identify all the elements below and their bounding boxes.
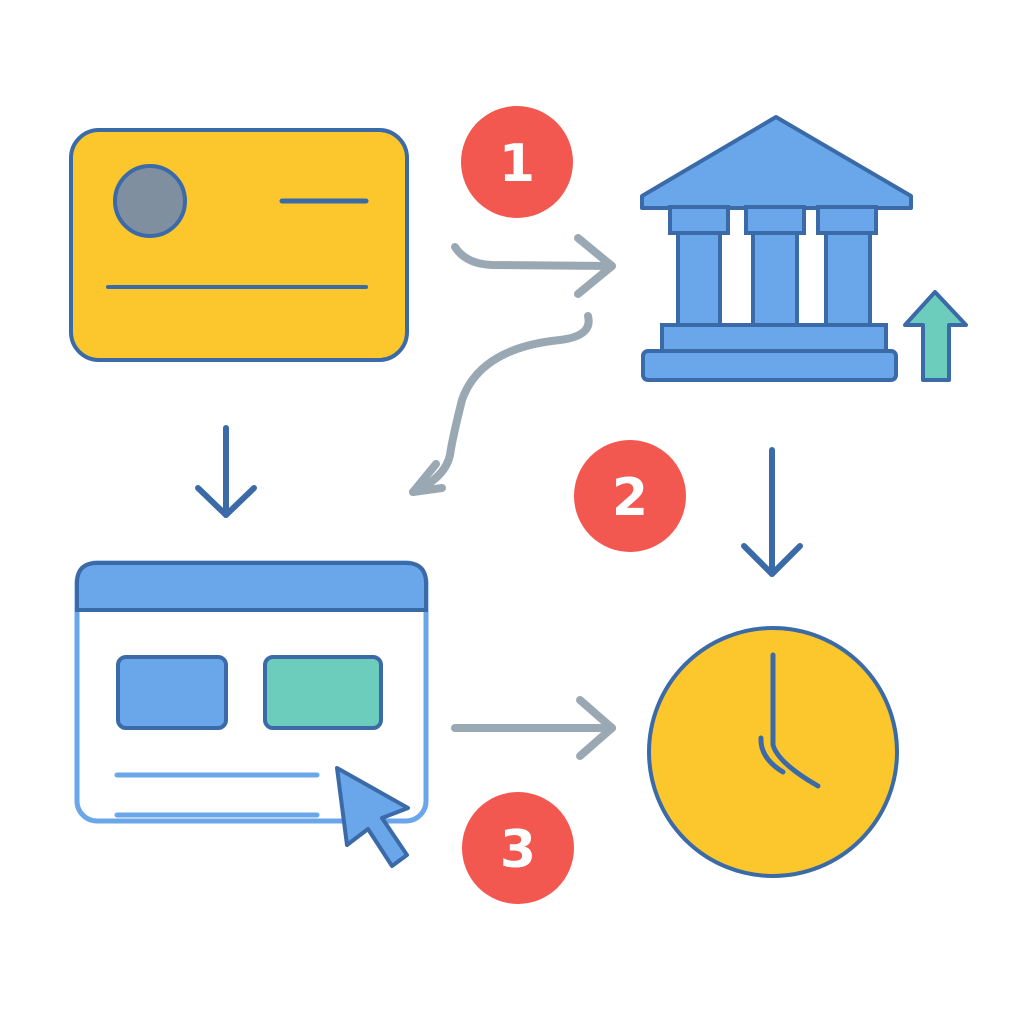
browser-window-icon xyxy=(74,560,429,824)
arrow-card-to-browser xyxy=(195,425,257,518)
clock-icon xyxy=(647,626,899,878)
step-number: 3 xyxy=(500,820,536,880)
step-number: 1 xyxy=(499,134,535,194)
step-number: 2 xyxy=(612,468,648,528)
bank-icon xyxy=(640,115,913,382)
arrow-card-to-bank xyxy=(451,234,616,298)
mouse-cursor-icon xyxy=(335,766,410,868)
up-arrow-icon xyxy=(903,290,968,382)
arrow-bank-to-browser xyxy=(409,312,593,496)
step-badge-1: 1 xyxy=(461,106,573,218)
credit-card-icon xyxy=(69,128,409,362)
arrow-browser-to-clock xyxy=(451,696,616,760)
arrow-bank-to-clock xyxy=(741,447,803,577)
step-badge-2: 2 xyxy=(574,440,686,552)
step-badge-3: 3 xyxy=(462,792,574,904)
